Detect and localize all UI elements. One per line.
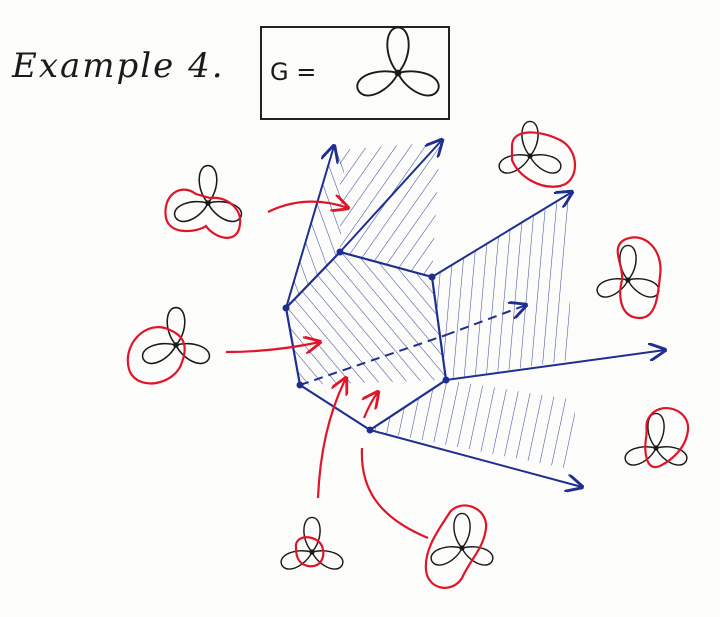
flower-icon-left-middle — [141, 306, 211, 365]
flower-icon-right-lower — [624, 412, 688, 466]
flower-icon-left-upper — [173, 164, 243, 223]
graph-label: G = — [270, 58, 317, 86]
graph-definition-box: G = — [260, 26, 450, 120]
red-arrow-5 — [364, 392, 378, 419]
red-loop-left-middle — [126, 326, 186, 385]
flower-icon-right-upper — [596, 244, 660, 298]
red-loop-top-right — [510, 131, 576, 188]
red-loop-right-lower — [644, 406, 690, 469]
red-loop-bottom-left — [294, 536, 325, 568]
red-loop-bottom-center — [424, 504, 488, 589]
hatched-region-bottom-right — [370, 380, 575, 470]
hatched-region-center — [286, 252, 446, 385]
example-title: Example 4. — [12, 46, 225, 86]
cone-complex — [282, 140, 666, 487]
ray-1 — [285, 146, 334, 309]
hatched-region-right — [432, 195, 570, 380]
red-loop-left-upper — [164, 188, 242, 239]
red-arrow-2 — [225, 342, 320, 352]
ray-2 — [339, 140, 442, 253]
red-arrow-4 — [360, 447, 429, 540]
flower-icon-top-right — [498, 120, 562, 174]
graph-g-icon — [356, 26, 440, 97]
red-arrow-3 — [316, 378, 346, 499]
ray-5 — [369, 429, 582, 487]
hatched-region-top — [340, 142, 440, 277]
ray-4 — [445, 350, 665, 381]
red-arrow-1 — [267, 202, 348, 213]
ray-3 — [431, 192, 572, 278]
flower-icon-bottom-left — [280, 516, 344, 570]
red-loop-right-upper — [616, 236, 662, 320]
hatched-region-top-left — [286, 150, 345, 308]
